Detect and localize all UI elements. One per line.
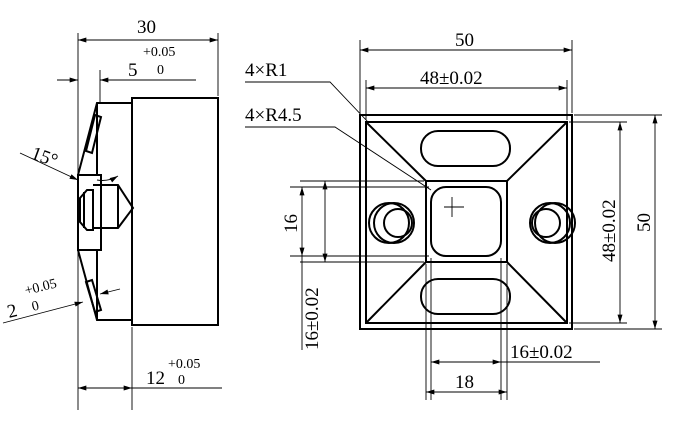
dim-width-inner: 48±0.02	[420, 68, 483, 89]
dim-pocket: 16	[281, 214, 302, 233]
insert-top	[84, 113, 103, 155]
front-view: 50 48±0.02 4×R1 4×R4.5 48±0.02 50 16 16±…	[245, 30, 662, 400]
hole-left	[368, 202, 415, 244]
dim-depth-lower: 0	[178, 373, 185, 388]
pin-tip	[93, 184, 135, 229]
dim-pocket-tol-h: 16±0.02	[510, 342, 573, 363]
hole-right	[529, 202, 576, 244]
pocket	[425, 180, 508, 263]
side-view: 30 5 +0.05 0 15° 2 +0.05 0 12 +0.05 0	[2, 17, 222, 410]
flange	[77, 102, 132, 321]
dim-pocket-outer: 18	[455, 372, 474, 393]
dim-insert-lower: 0	[30, 299, 40, 315]
insert-bottom	[84, 278, 103, 314]
outer-square	[359, 114, 573, 330]
main-block	[131, 97, 219, 326]
dim-flange-lower: 0	[157, 63, 164, 78]
slot-bottom	[420, 278, 511, 315]
rounded-pocket	[430, 186, 502, 257]
note-r45: 4×R4.5	[245, 105, 302, 126]
pin-head	[79, 189, 94, 231]
dim-height-outer: 50	[634, 213, 655, 232]
dim-flange-upper: +0.05	[143, 45, 175, 60]
dim-insert-base: 2	[5, 300, 19, 323]
dim-pocket-tol-v: 16±0.02	[302, 287, 323, 350]
dim-angle: 15°	[28, 143, 60, 172]
pin-holder	[77, 174, 102, 251]
dim-total: 30	[137, 17, 156, 38]
dim-insert-upper: +0.05	[23, 276, 58, 298]
dim-height-inner: 48±0.02	[599, 199, 620, 262]
dim-depth-upper: +0.05	[168, 357, 200, 372]
dim-flange-base: 5	[128, 60, 138, 81]
note-r1: 4×R1	[245, 60, 287, 81]
dim-depth-base: 12	[146, 368, 165, 389]
center-mark	[444, 197, 464, 217]
inner-square	[365, 121, 568, 324]
dim-width-outer: 50	[455, 30, 474, 51]
slot-top	[420, 130, 511, 167]
